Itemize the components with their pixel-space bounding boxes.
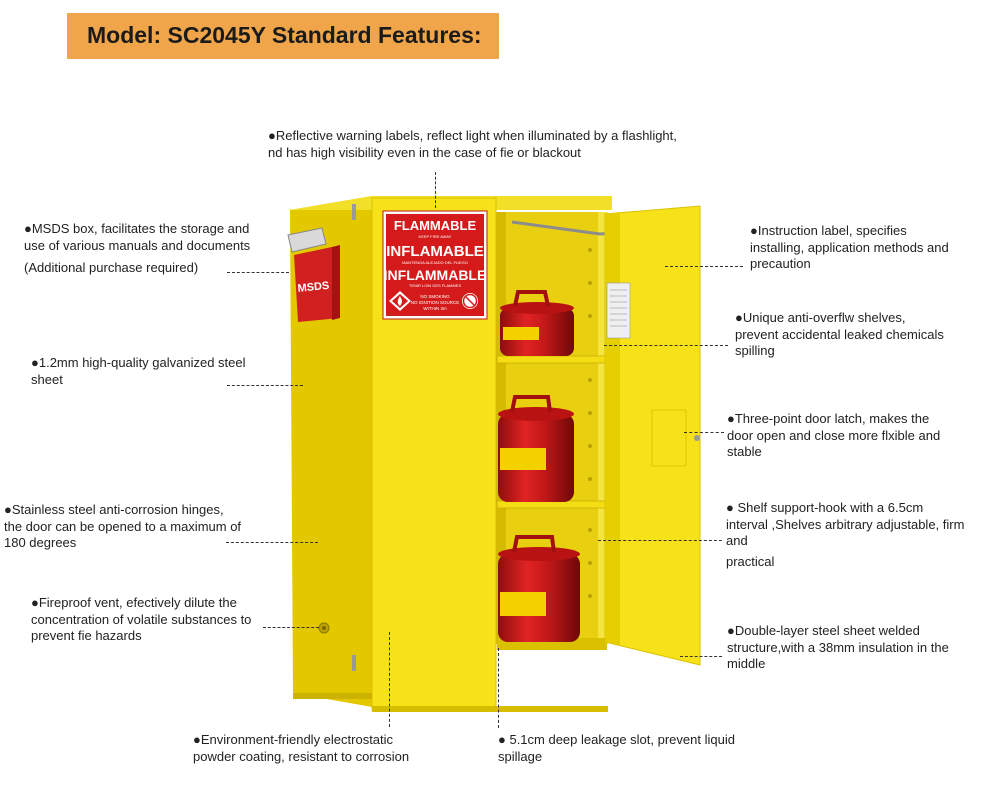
msds-clip [287, 227, 327, 253]
msds-text: MSDS [297, 280, 330, 295]
page-title: Model: SC2045Y Standard Features: [87, 22, 482, 48]
feature-steel-sheet: ●1.2mm high-quality galvanized steel she… [31, 355, 246, 388]
feature-support-hook: ● Shelf support-hook with a 6.5cm interv… [726, 500, 964, 570]
safety-can-top [500, 290, 574, 356]
title-banner: Model: SC2045Y Standard Features: [67, 13, 499, 59]
safety-can-middle [498, 395, 574, 502]
feature-line: 180 degrees [4, 535, 77, 550]
feature-reflective-labels: ●Reflective warning labels, reflect ligh… [268, 128, 677, 161]
feature-line: door open and close more flxible and [727, 427, 941, 443]
feature-line: precaution [750, 256, 811, 271]
door-latch [694, 435, 700, 441]
feature-instruction-label: ●Instruction label, specifies installing… [750, 223, 949, 273]
feature-line: middle [727, 656, 766, 671]
leader-line [598, 540, 722, 541]
warning-label-line2-sub: MANTENGA ALEJADO DEL FUEGO [402, 260, 468, 265]
flame-symbol-icon [389, 291, 411, 311]
feature-line: ●Double-layer steel sheet welded [727, 623, 920, 638]
leader-line [227, 385, 303, 386]
feature-line: powder coating, resistant to corrosion [193, 748, 410, 764]
leader-line [604, 345, 728, 346]
feature-line: stable [727, 444, 762, 459]
msds-box [294, 247, 340, 322]
feature-line: ●Environment-friendly electrostatic [193, 732, 394, 747]
feature-line: prevent fie hazards [31, 628, 142, 643]
leader-line [226, 542, 318, 543]
feature-double-layer: ●Double-layer steel sheet welded structu… [727, 623, 949, 673]
leader-line [684, 432, 724, 433]
feature-line: practical [726, 553, 775, 569]
feature-line: interval ,Shelves arbitrary adjustable, … [726, 516, 965, 532]
warning-label-line3-sub: TENIR LOIN DES FLAMMES [409, 283, 462, 288]
feature-line: structure,with a 38mm insulation in the [727, 639, 949, 655]
feature-line: the door can be opened to a maximum of [4, 518, 242, 534]
feature-line: spilling [735, 343, 775, 358]
feature-line: ●Fireproof vent, efectively dilute the [31, 595, 237, 610]
feature-coating: ●Environment-friendly electrostatic powd… [193, 732, 409, 765]
warning-notice-2: NO IGNITION SOURCE [411, 300, 460, 305]
cabinet-side-panel [290, 196, 372, 707]
hinge [352, 204, 356, 220]
feature-line: ●Stainless steel anti-corrosion hinges, [4, 502, 224, 517]
feature-line: ● 5.1cm deep leakage slot, prevent liqui… [498, 732, 735, 747]
no-smoking-icon [462, 293, 478, 309]
leader-line [435, 172, 436, 208]
warning-label-line1-sub: KEEP FIRE AWAY [419, 234, 452, 239]
feature-line: ●1.2mm high-quality galvanized steel [31, 355, 246, 370]
feature-door-latch: ●Three-point door latch, makes the door … [727, 411, 940, 461]
feature-line: (Additional purchase required) [24, 260, 199, 275]
feature-vent: ●Fireproof vent, efectively dilute the c… [31, 595, 251, 645]
leader-line [665, 266, 743, 267]
feature-leakage-slot: ● 5.1cm deep leakage slot, prevent liqui… [498, 732, 735, 765]
leader-line [389, 632, 390, 727]
feature-line: ●Unique anti-overflw shelves, [735, 310, 906, 325]
hinge [352, 655, 356, 671]
leader-line [498, 648, 499, 728]
feature-hinges: ●Stainless steel anti-corrosion hinges, … [4, 502, 241, 552]
feature-line: concentration of volatile substances to [31, 611, 252, 627]
feature-line: nd has high visibility even in the case … [268, 144, 581, 160]
shelf [496, 500, 608, 509]
feature-line: ●MSDS box, facilitates the storage and [24, 221, 250, 236]
support-holes [588, 248, 592, 598]
feature-line: ● Shelf support-hook with a 6.5cm [726, 500, 924, 515]
feature-line: use of various manuals and documents [24, 237, 251, 253]
warning-notice-1: NO SMOKING [420, 294, 450, 299]
warning-label-line3: INFLAMMABLE [384, 267, 487, 283]
safety-can-bottom [498, 535, 580, 642]
leader-line [263, 627, 319, 628]
feature-shelves: ●Unique anti-overflw shelves, prevent ac… [735, 310, 944, 360]
feature-line: ●Instruction label, specifies [750, 223, 907, 238]
feature-line: and [726, 533, 748, 548]
feature-msds-box: ●MSDS box, facilitates the storage and u… [24, 221, 250, 277]
instruction-label [606, 282, 631, 339]
feature-line: ●Three-point door latch, makes the [727, 411, 930, 426]
feature-line: installing, application methods and [750, 239, 949, 255]
feature-line: ●Reflective warning labels, reflect ligh… [268, 128, 677, 143]
cabinet-base [372, 706, 608, 712]
shelf [496, 355, 608, 364]
warning-label-line2: INFLAMABLE [386, 243, 484, 260]
warning-label-line1: FLAMMABLE [394, 218, 477, 233]
feature-line: spillage [498, 748, 543, 764]
feature-line: prevent accidental leaked chemicals [735, 326, 944, 342]
leader-line [227, 272, 289, 273]
feature-line: sheet [31, 371, 63, 387]
leader-line [680, 656, 722, 657]
warning-notice-3: WITHIN 3m [423, 306, 447, 311]
